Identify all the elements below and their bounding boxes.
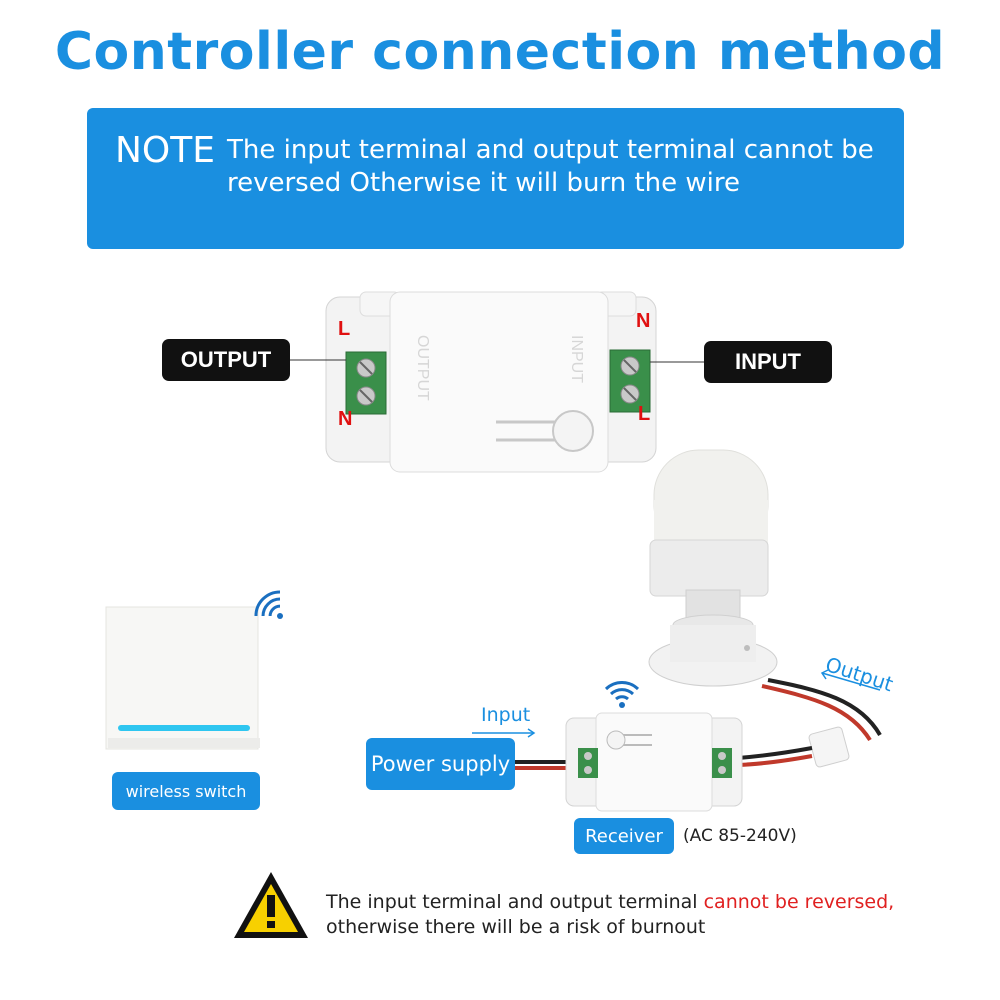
light-bulb [648, 449, 778, 687]
terminal-letter-left-bottom: N [338, 408, 353, 430]
output-label: OUTPUT [162, 339, 290, 381]
note-label: NOTE [115, 130, 216, 171]
voltage-label: (AC 85-240V) [683, 826, 797, 846]
input-arrow-label: Input [481, 704, 531, 726]
warning-line-2: otherwise there will be a risk of burnou… [326, 916, 706, 938]
warning-line-1: The input terminal and output terminal c… [326, 890, 894, 915]
note-banner [87, 108, 904, 249]
note-line-1: The input terminal and output terminal c… [227, 135, 874, 165]
wireless-switch-label: wireless switch [112, 772, 260, 810]
warning-text-normal: The input terminal and output terminal [326, 891, 704, 913]
input-terminal-block [609, 349, 651, 413]
output-terminal-block [345, 351, 387, 415]
output-arrow [820, 669, 881, 691]
page-title: Controller connection method [54, 22, 946, 82]
receiver-module [565, 712, 743, 812]
note-line-2: reversed Otherwise it will burn the wire [227, 168, 740, 198]
terminal-letter-right-bottom: L [638, 403, 651, 425]
warning-text-red: cannot be reversed, [703, 891, 895, 913]
warning-text: The input terminal and output terminal c… [326, 890, 894, 940]
embossed-output-text: OUTPUT [414, 335, 431, 401]
wireless-switch-panel [105, 606, 260, 750]
input-arrow [472, 728, 536, 738]
wifi-signal-icon [604, 681, 640, 708]
controller-module [290, 291, 706, 473]
terminal-letter-right-top: N [636, 310, 651, 332]
note-text: The input terminal and output terminal c… [227, 134, 917, 200]
warning-triangle-icon [234, 872, 308, 938]
receiver-label: Receiver [574, 818, 674, 854]
terminal-letter-left-top: L [338, 318, 351, 340]
power-supply-label: Power supply [366, 738, 515, 790]
embossed-input-text: INPUT [568, 335, 585, 383]
input-label: INPUT [704, 341, 832, 383]
wifi-signal-icon [254, 590, 283, 619]
